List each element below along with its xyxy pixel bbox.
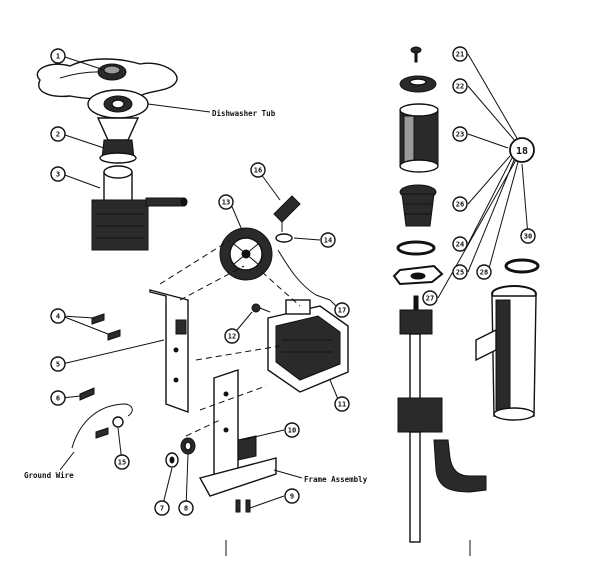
part-21-screw [410,46,422,63]
part-6-screw [79,387,95,401]
svg-text:5: 5 [56,361,60,369]
part-27-stem [397,295,487,543]
part-24-ring [396,240,436,256]
svg-text:30: 30 [524,233,532,241]
svg-text:6: 6 [56,395,60,403]
callout-11: 11 [334,396,350,412]
svg-text:27: 27 [426,295,434,303]
callout-17: 17 [334,302,350,318]
callout-1: 1 [50,48,66,64]
callout-23: 23 [452,126,468,142]
svg-text:12: 12 [228,333,236,341]
svg-text:24: 24 [456,241,464,249]
part-13-timer-motor [219,227,273,281]
callout-18: 18 [509,137,535,163]
svg-text:21: 21 [456,51,464,59]
svg-text:7: 7 [160,505,164,513]
ground-wire [71,403,133,449]
part-10-frame [198,369,277,497]
callout-8: 8 [178,500,194,516]
svg-text:10: 10 [288,427,296,435]
part-22-cap [399,75,437,93]
ground-wire-label: Ground Wire [24,471,74,480]
callout-4: 4 [50,308,66,324]
callout-9: 9 [284,488,300,504]
callout-15: 15 [114,454,130,470]
part-26-nozzle [399,184,437,227]
part-23-sleeve [399,103,439,173]
part-12-screw [251,303,271,313]
svg-text:11: 11 [338,401,346,409]
svg-text:14: 14 [324,237,332,245]
callout-10: 10 [284,422,300,438]
alignment-lines [159,239,301,437]
callout-6: 6 [50,390,66,406]
svg-text:16: 16 [254,167,262,175]
part-30-ring [504,258,540,274]
callout-3: 3 [50,166,66,182]
svg-text:13: 13 [222,199,230,207]
svg-text:25: 25 [456,269,464,277]
svg-text:8: 8 [184,505,188,513]
svg-text:28: 28 [480,269,488,277]
part-2-funnel [96,117,140,164]
callout-7: 7 [154,500,170,516]
callout-27: 27 [422,290,438,306]
frame-assembly-label: Frame Assembly [304,475,368,484]
part-3-valve-body [91,165,188,251]
callout-13: 13 [218,194,234,210]
callout-24: 24 [452,236,468,252]
part-8-nut [180,437,196,455]
callout-22: 22 [452,78,468,94]
callout-2: 2 [50,126,66,142]
svg-text:26: 26 [456,201,464,209]
part-11-motor [267,299,349,393]
part-14-clip [275,233,293,243]
part-4-screws [91,313,121,341]
tub-flange [87,89,149,119]
part-15-terminal [95,416,124,439]
part-7-washer [165,452,179,468]
part-16-lever [273,195,301,232]
callout-16: 16 [250,162,266,178]
part-5-bracket [149,289,189,413]
callout-21: 21 [452,46,468,62]
part-28-body [475,285,537,421]
svg-text:23: 23 [456,131,464,139]
dishwasher-tub-label: Dishwasher Tub [212,109,276,118]
svg-text:4: 4 [56,313,60,321]
callout-14: 14 [320,232,336,248]
callout-12: 12 [224,328,240,344]
callout-30: 30 [520,228,536,244]
svg-text:15: 15 [118,459,126,467]
part-25-nut [392,264,444,286]
part-1-cap [97,63,127,81]
callout-25: 25 [452,264,468,280]
part-9-screws [235,499,251,513]
callout-5: 5 [50,356,66,372]
svg-text:1: 1 [56,53,60,61]
part-17-spring [277,249,331,301]
svg-text:9: 9 [290,493,294,501]
svg-text:2: 2 [56,131,60,139]
svg-text:3: 3 [56,171,60,179]
callout-26: 26 [452,196,468,212]
callout-28: 28 [476,264,492,280]
svg-text:18: 18 [516,146,528,157]
svg-text:22: 22 [456,83,464,91]
svg-text:17: 17 [338,307,346,315]
